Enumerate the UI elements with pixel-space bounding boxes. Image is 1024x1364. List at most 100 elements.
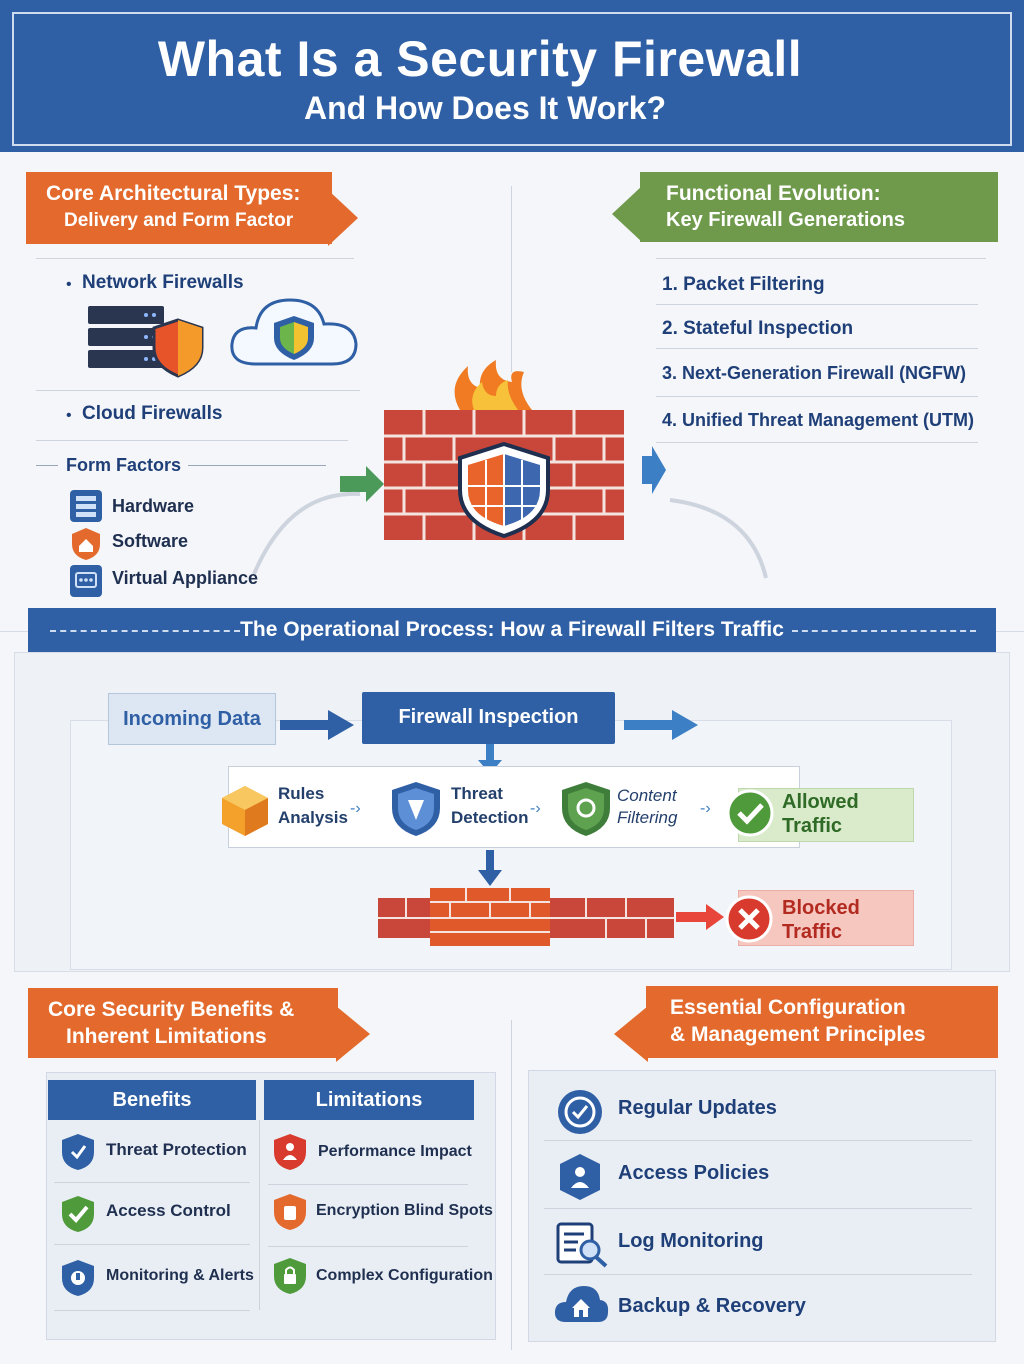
bullet: •	[66, 407, 72, 424]
config-panel	[528, 1070, 996, 1342]
blocked-traffic-line2: Traffic	[782, 921, 843, 943]
inspection-stages-box	[228, 766, 800, 848]
ribbon-tail	[612, 186, 642, 242]
allowed-traffic-line2: Traffic	[782, 815, 843, 837]
arrow-right-icon: ‐›	[530, 800, 541, 817]
generation-4: 4. Unified Threat Management (UTM)	[662, 410, 975, 430]
arrow-right-icon: ‐›	[700, 800, 711, 817]
dash-line	[50, 630, 240, 632]
monitoring-alerts-icon	[62, 1260, 94, 1296]
incoming-data-box: Incoming Data	[108, 693, 276, 745]
arrow-right-icon: ‐›	[350, 800, 361, 817]
allowed-traffic-line1: Allowed	[782, 791, 859, 813]
content-filtering-line1: Content	[617, 786, 677, 805]
limitation-complex-configuration: Complex Configuration	[316, 1267, 493, 1284]
page-subtitle: And How Does It Work?	[303, 90, 667, 126]
limitations-header: Limitations	[264, 1080, 474, 1120]
rules-analysis-line1: Rules	[278, 784, 325, 803]
firewall-inspection-box: Firewall Inspection	[362, 692, 615, 744]
principle-backup-recovery: Backup & Recovery	[618, 1295, 806, 1317]
divider	[188, 465, 326, 466]
page-title: What Is a Security Firewall	[157, 31, 803, 87]
backup-recovery-cloud-icon	[554, 1286, 609, 1322]
benefit-threat-protection: Threat Protection	[106, 1140, 247, 1159]
principle-log-monitoring: Log Monitoring	[618, 1230, 764, 1252]
dash-line	[792, 630, 976, 632]
limitation-performance-impact: Performance Impact	[318, 1143, 472, 1160]
access-policies-icon	[560, 1154, 600, 1200]
divider	[36, 465, 58, 466]
config-banner-line1: Essential Configuration	[670, 996, 906, 1019]
config-banner: Essential Configuration & Management Pri…	[646, 986, 998, 1058]
evolution-banner: Functional Evolution: Key Firewall Gener…	[640, 172, 998, 242]
cloud-firewalls-label: Cloud Firewalls	[82, 403, 223, 424]
rules-cube-icon	[222, 786, 268, 836]
benefits-banner-line1: Core Security Benefits &	[48, 998, 295, 1021]
software-icon	[72, 528, 100, 560]
threat-detection-line2: Detection	[451, 808, 529, 827]
ribbon-tail	[614, 1006, 648, 1062]
divider	[511, 186, 512, 372]
form-factors-title: Form Factors	[66, 455, 182, 475]
divider	[511, 1020, 512, 1350]
generation-3: 3. Next-Generation Firewall (NGFW)	[662, 363, 967, 383]
virtual-appliance-icon	[70, 565, 102, 597]
architecture-banner-line2: Delivery and Form Factor	[64, 210, 294, 231]
content-filtering-line2: Filtering	[617, 808, 678, 827]
limitation-encryption-blind-spots: Encryption Blind Spots	[316, 1202, 493, 1219]
arrow-right-icon	[624, 710, 698, 740]
blocked-traffic-line1: Blocked	[782, 897, 860, 919]
architecture-banner: Core Architectural Types: Delivery and F…	[26, 172, 332, 244]
generation-2: 2. Stateful Inspection	[662, 318, 854, 339]
content-filter-shield-icon	[562, 782, 610, 836]
evolution-banner-line2: Key Firewall Generations	[666, 209, 905, 231]
server-shield-icon	[88, 306, 204, 378]
arrow-down-icon	[478, 850, 502, 886]
encryption-blind-spots-icon	[274, 1194, 306, 1230]
divider	[54, 1310, 250, 1311]
complex-configuration-icon	[274, 1258, 306, 1294]
benefits-banner: Core Security Benefits & Inherent Limita…	[28, 988, 338, 1058]
cloud-shield-icon	[230, 298, 358, 366]
arrow-right-icon	[280, 710, 354, 740]
evolution-banner-line1: Functional Evolution:	[666, 182, 881, 205]
performance-impact-icon	[274, 1134, 306, 1170]
rules-analysis-line2: Analysis	[278, 808, 348, 827]
firewall-illustration	[252, 360, 768, 579]
access-control-icon	[62, 1196, 94, 1232]
check-circle-icon	[726, 789, 774, 837]
regular-updates-icon	[558, 1090, 602, 1134]
arrow-right-red-icon	[676, 904, 724, 930]
divider	[54, 1182, 250, 1183]
divider	[544, 1274, 972, 1275]
divider	[36, 258, 354, 259]
divider	[268, 1246, 468, 1247]
process-title-band: The Operational Process: How a Firewall …	[28, 608, 996, 652]
network-firewalls-label: Network Firewalls	[82, 272, 244, 293]
bullet: •	[66, 276, 72, 293]
divider	[544, 1208, 972, 1209]
divider	[36, 440, 348, 441]
form-factor-hardware: Hardware	[112, 496, 195, 516]
ribbon-tail	[336, 1006, 370, 1062]
divider	[54, 1244, 250, 1245]
divider	[656, 258, 986, 259]
divider	[259, 1120, 260, 1310]
benefit-access-control: Access Control	[106, 1201, 231, 1220]
threat-protection-icon	[62, 1134, 94, 1170]
log-monitoring-icon	[556, 1222, 608, 1268]
divider	[268, 1184, 468, 1185]
principle-access-policies: Access Policies	[618, 1162, 770, 1184]
divider	[656, 442, 978, 443]
threat-detection-line1: Threat	[451, 784, 503, 803]
benefits-header: Benefits	[48, 1080, 256, 1120]
divider	[656, 304, 978, 305]
blocking-wall-illustration	[378, 888, 674, 946]
benefits-banner-line2: Inherent Limitations	[66, 1025, 267, 1048]
header-banner: What Is a Security Firewall And How Does…	[0, 0, 1024, 152]
x-circle-icon	[725, 895, 773, 943]
ribbon-tail	[328, 190, 358, 246]
form-factor-software: Software	[112, 531, 189, 551]
divider	[656, 396, 978, 397]
divider	[36, 390, 360, 391]
